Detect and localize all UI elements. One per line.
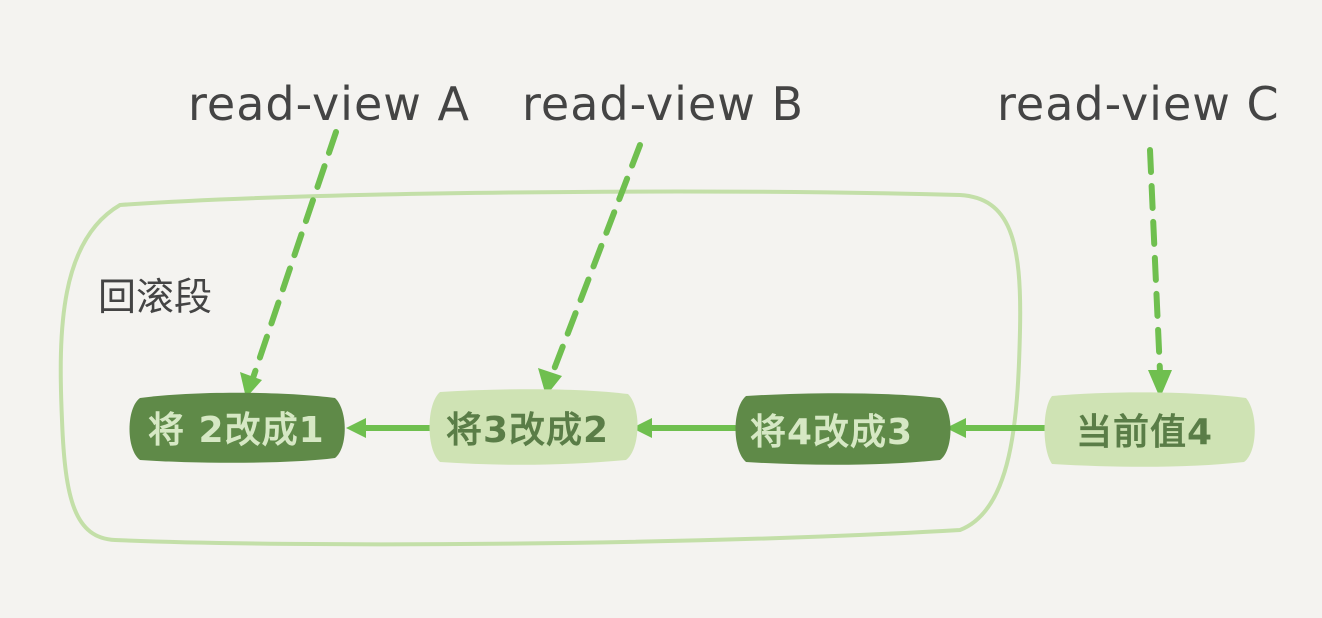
view-a-arrowhead [240,372,262,398]
view-c-pointer [1147,147,1163,375]
version-node-4-text: 当前值4 [1076,412,1213,453]
rollback-segment-label: 回滚段 [98,275,212,319]
version-node-1: 将 2改成1 [129,392,345,463]
version-node-1-text: 将 2改成1 [148,410,325,451]
chain-arrowhead-2-to-1 [346,418,366,438]
view-b-arrowhead [538,368,562,396]
version-node-2-text: 将3改成2 [446,410,609,451]
view-b-pointer [550,142,643,375]
chain-arrowhead-4-to-3 [946,418,966,438]
view-c-arrowhead [1148,370,1172,398]
view-a-pointer [250,129,339,381]
version-node-3: 将4改成3 [735,393,951,465]
version-node-2: 将3改成2 [429,389,638,465]
version-node-4: 当前值4 [1044,392,1255,467]
chain-arrowhead-3-to-2 [632,418,652,438]
rollback-segment-outline [58,189,1023,547]
read-view-b-label: read-view B [522,77,804,131]
version-node-3-text: 将4改成3 [750,412,913,453]
read-view-c-label: read-view C [997,77,1280,131]
read-view-a-label: read-view A [188,77,470,131]
